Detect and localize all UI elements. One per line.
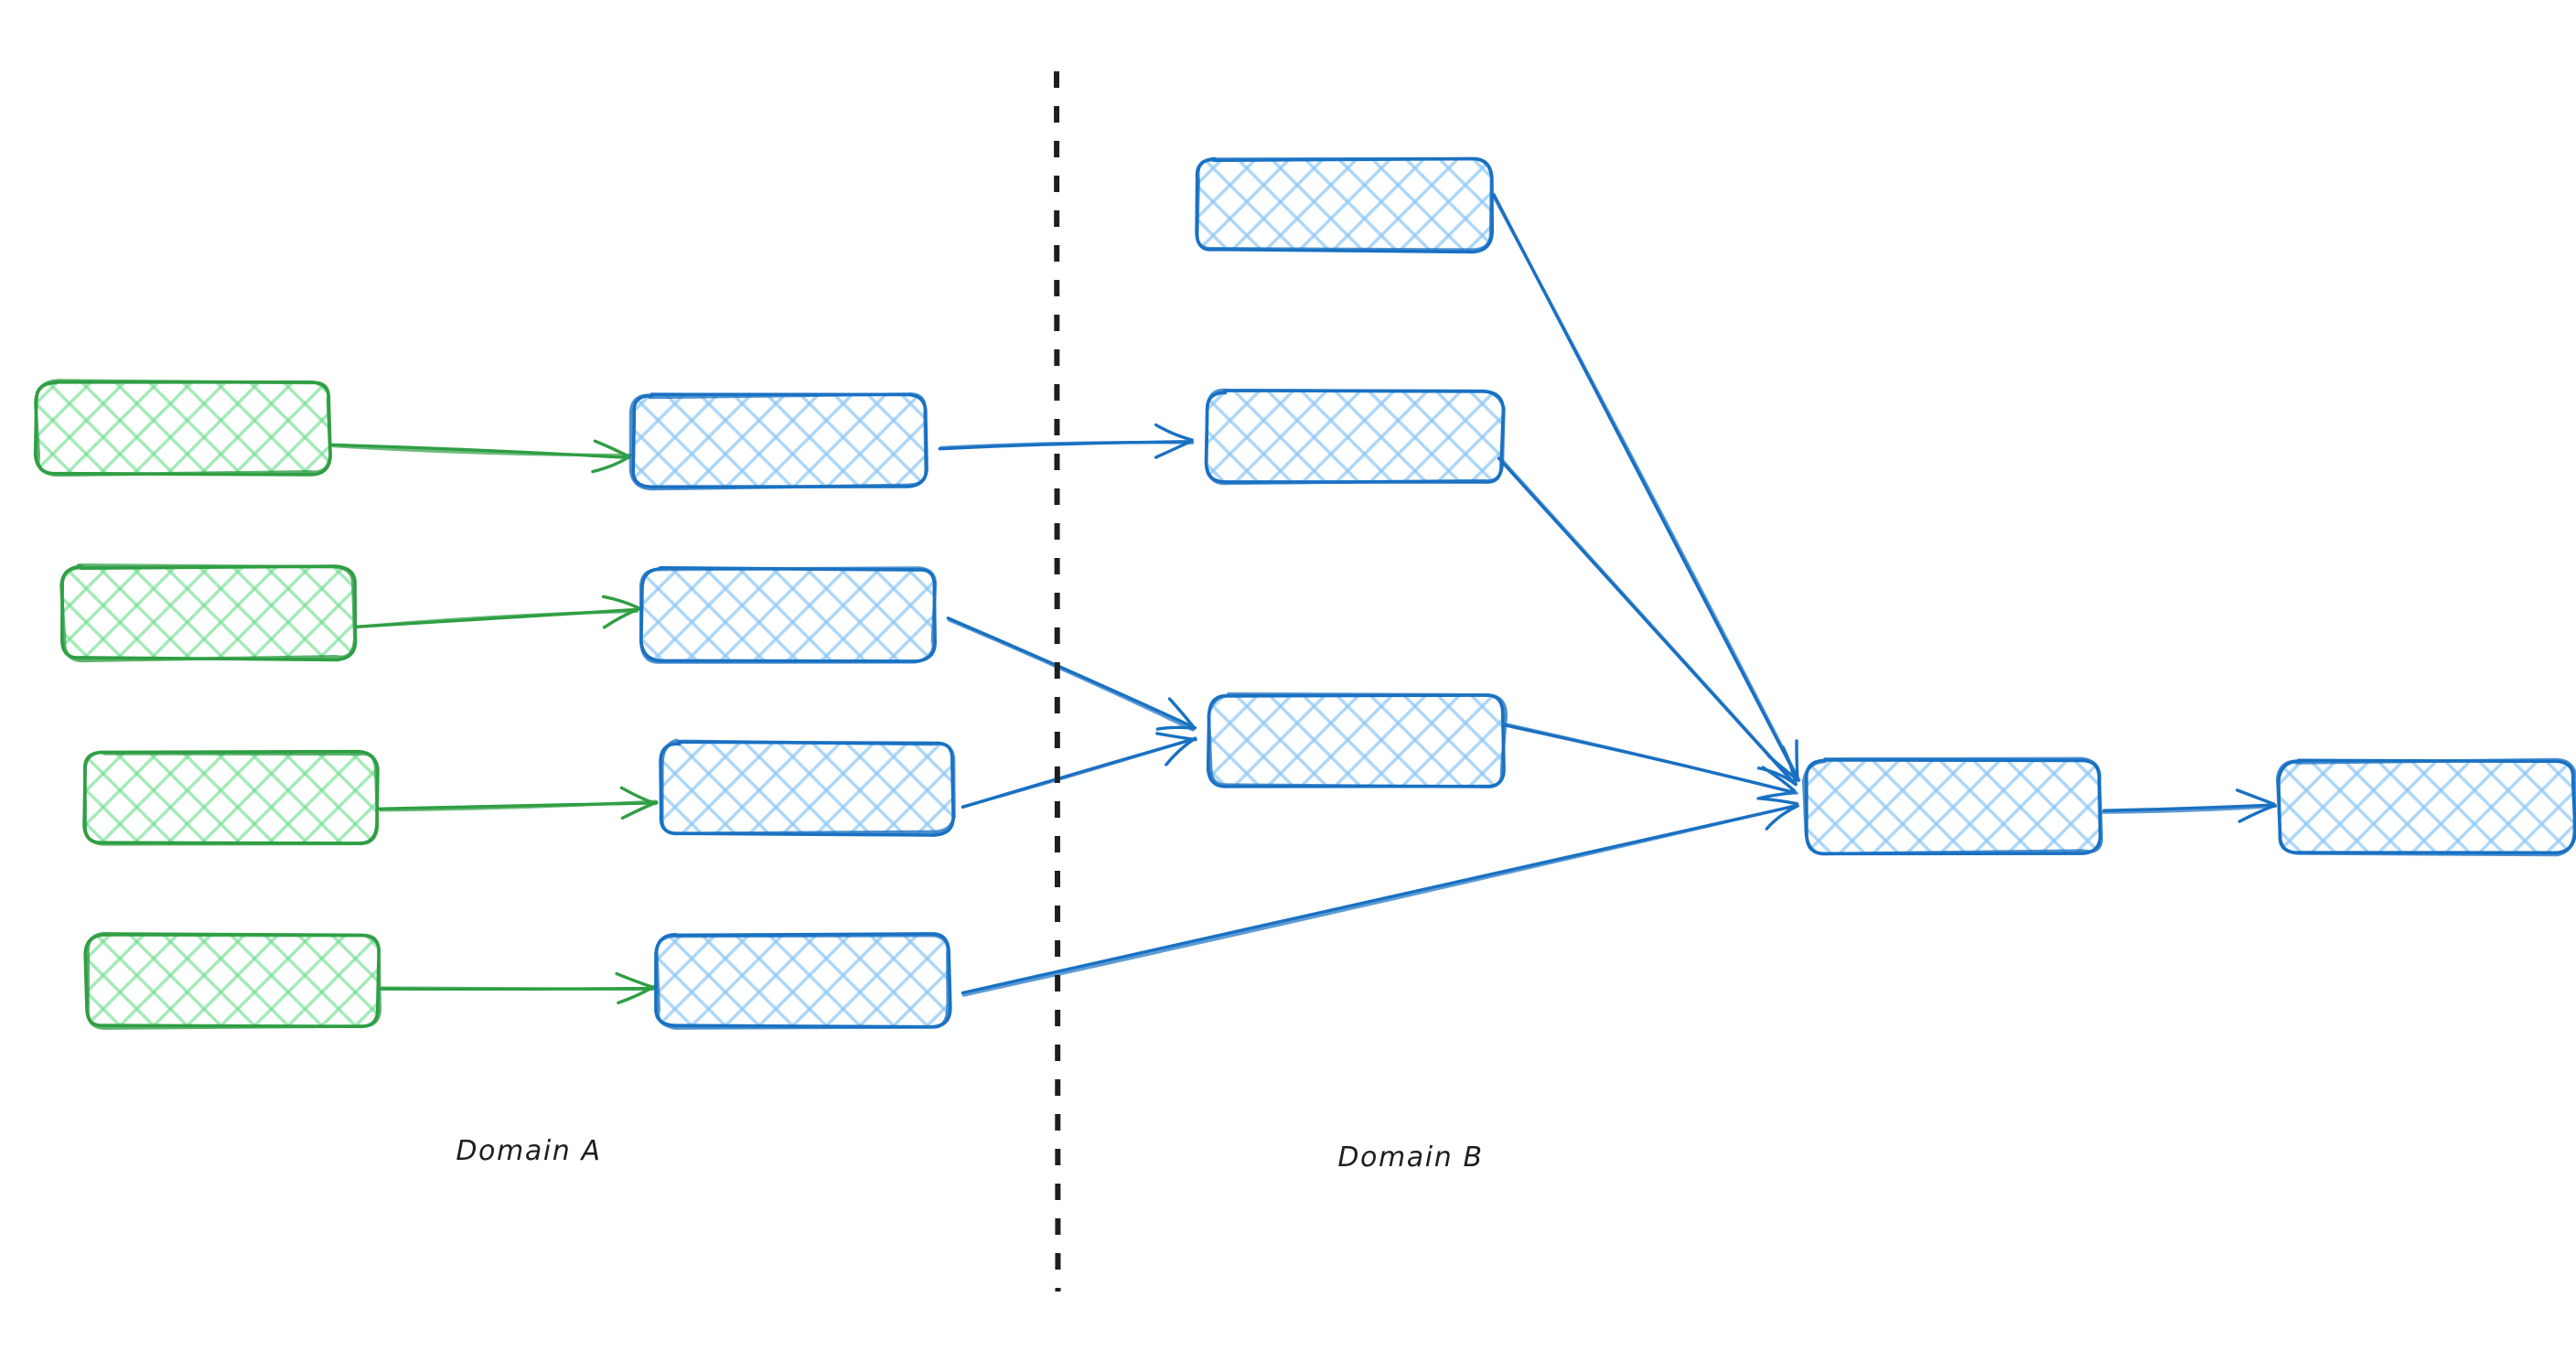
edge-arrowhead <box>1155 725 1197 731</box>
node-a-proc-2[interactable] <box>639 565 939 664</box>
edge-shaft <box>331 444 633 457</box>
edge-a-src-2-to-a-proc-2[interactable] <box>354 595 641 629</box>
label-domain-b: Domain B <box>1337 1142 1483 1174</box>
edge-arrowhead <box>591 456 630 474</box>
edge-shaft <box>947 618 1195 732</box>
edge-arrowhead <box>593 439 630 458</box>
edge-a-proc-2-to-b-node-3[interactable] <box>946 616 1197 732</box>
node-outline <box>33 379 332 477</box>
divider-layer <box>1054 70 1061 1292</box>
node-outline <box>628 392 928 491</box>
labels-layer: Domain A Domain B <box>456 1135 1483 1174</box>
node-a-proc-4[interactable] <box>653 931 953 1030</box>
edge-arrowhead <box>1765 804 1799 831</box>
node-fill <box>1806 760 2102 853</box>
edge-b-hub-to-b-sink[interactable] <box>2100 788 2277 823</box>
edge-b-node-1-to-b-hub[interactable] <box>1491 193 1801 782</box>
node-b-node-3[interactable] <box>1206 691 1508 790</box>
node-outline <box>639 566 938 664</box>
node-fill <box>83 752 378 844</box>
domain-divider <box>1054 70 1061 1292</box>
edge-arrowhead <box>602 606 640 629</box>
edge-shaft <box>1498 456 1796 785</box>
edge-arrowhead <box>1795 739 1799 780</box>
node-outline <box>1195 156 1494 252</box>
edge-a-proc-3-to-b-node-3[interactable] <box>961 732 1197 809</box>
label-domain-a: Domain A <box>456 1135 601 1167</box>
node-outline <box>86 931 381 1030</box>
node-a-proc-3[interactable] <box>657 738 957 838</box>
edge-shaft <box>354 609 639 629</box>
node-fill <box>1195 158 1492 252</box>
edge-shaft <box>961 804 1798 997</box>
edge-shaft <box>379 799 657 812</box>
edge-arrowhead <box>1154 423 1194 442</box>
node-fill <box>62 566 356 659</box>
edge-arrowhead <box>2238 803 2277 823</box>
edge-a-proc-1-to-b-node-2[interactable] <box>938 423 1195 459</box>
edge-arrowhead <box>1758 797 1799 806</box>
node-fill <box>655 933 950 1027</box>
node-a-src-3[interactable] <box>80 748 381 847</box>
node-outline <box>1207 691 1508 788</box>
edge-shaft <box>2100 804 2277 814</box>
edge-shaft <box>380 986 654 991</box>
edge-shaft <box>1491 193 1801 782</box>
edge-arrowhead <box>619 786 658 806</box>
edge-a-proc-4-to-b-hub[interactable] <box>961 797 1799 997</box>
edge-arrowhead <box>1167 697 1197 730</box>
node-a-src-2[interactable] <box>59 563 359 663</box>
edge-arrowhead <box>2235 788 2276 806</box>
edge-arrowhead <box>1781 745 1798 787</box>
edge-shaft <box>1504 723 1798 795</box>
edge-b-node-3-to-b-hub[interactable] <box>1501 723 1798 800</box>
node-fill <box>37 381 330 475</box>
edge-arrowhead <box>601 595 641 610</box>
edge-a-src-4-to-a-proc-4[interactable] <box>379 971 656 1005</box>
node-a-src-4[interactable] <box>82 931 382 1030</box>
node-a-src-1[interactable] <box>33 379 333 477</box>
edge-a-src-1-to-a-proc-1[interactable] <box>329 439 633 474</box>
node-outline <box>2275 757 2576 857</box>
edge-shaft <box>939 440 1195 450</box>
node-fill <box>1207 391 1502 484</box>
edge-arrowhead <box>615 971 656 990</box>
edges-layer <box>329 193 2277 1005</box>
node-b-node-1[interactable] <box>1193 155 1495 254</box>
edge-shaft <box>961 737 1195 809</box>
node-fill <box>632 394 928 488</box>
edge-shaft <box>2102 803 2276 812</box>
node-outline <box>655 933 950 1030</box>
node-b-node-2[interactable] <box>1204 388 1506 487</box>
node-b-hub[interactable] <box>1801 756 2104 856</box>
node-fill <box>1208 694 1505 787</box>
edge-b-node-2-to-b-hub[interactable] <box>1497 456 1798 787</box>
node-fill <box>659 741 954 835</box>
node-outline <box>660 738 956 836</box>
node-fill <box>86 934 380 1027</box>
node-a-proc-1[interactable] <box>628 391 929 491</box>
node-outline <box>59 563 357 663</box>
nodes-layer <box>33 155 2576 1030</box>
divider-dashed-line <box>1054 70 1061 1292</box>
edge-arrowhead <box>1756 791 1796 800</box>
edge-a-src-3-to-a-proc-3[interactable] <box>377 786 659 820</box>
edge-arrowhead <box>1155 732 1197 742</box>
edge-arrowhead <box>1756 766 1798 787</box>
node-fill <box>2279 760 2576 853</box>
edge-arrowhead <box>1154 440 1192 459</box>
node-b-sink[interactable] <box>2275 757 2576 857</box>
node-outline <box>82 750 380 846</box>
node-outline <box>1204 388 1506 486</box>
node-outline <box>1801 756 2103 856</box>
edge-arrowhead <box>1761 766 1797 793</box>
node-fill <box>642 567 936 660</box>
